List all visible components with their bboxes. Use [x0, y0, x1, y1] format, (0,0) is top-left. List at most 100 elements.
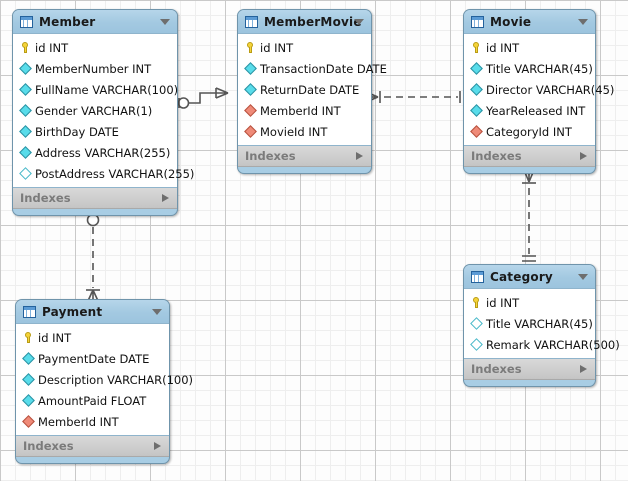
column-label: id INT	[260, 40, 294, 55]
column-row[interactable]: PaymentDate DATE	[16, 348, 169, 369]
diamond-icon	[19, 104, 32, 117]
column-row[interactable]: Title VARCHAR(45)	[464, 58, 595, 79]
column-label: Gender VARCHAR(1)	[35, 103, 153, 118]
table-icon	[245, 15, 258, 28]
table-membermovie-columns: id INT TransactionDate DATE ReturnDate D…	[238, 33, 387, 146]
relationship-member-membermovie[interactable]	[170, 85, 244, 125]
table-member[interactable]: Member id INT MemberNumber INT FullName …	[12, 9, 194, 216]
table-member-title: Member	[39, 14, 96, 29]
table-membermovie-title: MemberMovie	[264, 14, 362, 29]
column-label: AmountPaid FLOAT	[38, 393, 147, 408]
chevron-right-icon[interactable]	[580, 365, 587, 373]
column-row[interactable]: id INT	[13, 37, 177, 58]
foreign-key-diamond-icon	[244, 104, 257, 117]
table-icon	[23, 305, 36, 318]
column-row[interactable]: Remark VARCHAR(500)	[464, 334, 620, 355]
table-payment[interactable]: Payment id INT PaymentDate DATE Descript…	[15, 299, 193, 464]
indexes-label: Indexes	[20, 191, 71, 205]
column-row[interactable]: PostAddress VARCHAR(255)	[13, 163, 194, 184]
chevron-down-icon[interactable]	[578, 273, 588, 280]
table-payment-header[interactable]: Payment	[16, 300, 169, 323]
table-movie-columns: id INT Title VARCHAR(45) Director VARCHA…	[464, 33, 614, 146]
table-category-indexes[interactable]: Indexes	[464, 359, 595, 380]
diamond-icon	[244, 62, 257, 75]
column-label: Director VARCHAR(45)	[486, 82, 615, 97]
column-label: YearReleased INT	[486, 103, 586, 118]
diamond-icon	[19, 62, 32, 75]
column-label: PostAddress VARCHAR(255)	[35, 166, 195, 181]
column-label: PaymentDate DATE	[38, 351, 150, 366]
diamond-icon	[470, 104, 483, 117]
column-row[interactable]: MemberNumber INT	[13, 58, 177, 79]
table-movie-indexes[interactable]: Indexes	[464, 146, 595, 167]
diamond-icon	[470, 317, 483, 330]
column-row[interactable]: MemberId INT	[238, 100, 371, 121]
table-membermovie[interactable]: MemberMovie id INT TransactionDate DATE …	[237, 9, 387, 174]
column-row[interactable]: FullName VARCHAR(100)	[13, 79, 179, 100]
column-label: MemberNumber INT	[35, 61, 152, 76]
chevron-right-icon[interactable]	[162, 194, 169, 202]
column-label: BirthDay DATE	[35, 124, 119, 139]
table-payment-title: Payment	[42, 304, 103, 319]
table-icon	[471, 270, 484, 283]
foreign-key-diamond-icon	[22, 415, 35, 428]
diamond-icon	[19, 146, 32, 159]
diamond-icon	[470, 62, 483, 75]
column-row[interactable]: id INT	[464, 37, 595, 58]
column-label: MemberId INT	[38, 414, 119, 429]
column-row[interactable]: Title VARCHAR(45)	[464, 313, 595, 334]
table-membermovie-indexes[interactable]: Indexes	[238, 146, 371, 167]
diamond-icon	[19, 83, 32, 96]
column-row[interactable]: Gender VARCHAR(1)	[13, 100, 177, 121]
column-row[interactable]: Address VARCHAR(255)	[13, 142, 177, 163]
column-label: FullName VARCHAR(100)	[35, 82, 179, 97]
column-label: Description VARCHAR(100)	[38, 372, 194, 387]
column-row[interactable]: id INT	[238, 37, 371, 58]
diamond-icon	[22, 373, 35, 386]
table-member-indexes[interactable]: Indexes	[13, 188, 177, 209]
table-movie-header[interactable]: Movie	[464, 10, 595, 33]
relationship-membermovie-movie[interactable]	[366, 88, 474, 114]
column-row[interactable]: TransactionDate DATE	[238, 58, 387, 79]
relationship-movie-category[interactable]	[512, 168, 546, 272]
table-category[interactable]: Category id INT Title VARCHAR(45) Remark…	[463, 264, 620, 387]
key-icon	[471, 296, 482, 309]
table-category-header[interactable]: Category	[464, 265, 595, 288]
column-row[interactable]: YearReleased INT	[464, 100, 595, 121]
diamond-icon	[470, 338, 483, 351]
table-movie-title: Movie	[490, 14, 532, 29]
chevron-down-icon[interactable]	[354, 18, 364, 25]
table-membermovie-header[interactable]: MemberMovie	[238, 10, 371, 33]
table-movie[interactable]: Movie id INT Title VARCHAR(45) Director …	[463, 9, 614, 174]
column-label: id INT	[38, 330, 72, 345]
table-payment-indexes[interactable]: Indexes	[16, 436, 169, 457]
chevron-right-icon[interactable]	[154, 442, 161, 450]
chevron-down-icon[interactable]	[152, 308, 162, 315]
column-row[interactable]: ReturnDate DATE	[238, 79, 371, 100]
column-label: CategoryId INT	[486, 124, 572, 139]
chevron-right-icon[interactable]	[580, 152, 587, 160]
column-row[interactable]: CategoryId INT	[464, 121, 595, 142]
column-row[interactable]: id INT	[464, 292, 595, 313]
chevron-down-icon[interactable]	[160, 18, 170, 25]
key-icon	[245, 41, 256, 54]
table-member-header[interactable]: Member	[13, 10, 177, 33]
key-icon	[23, 331, 34, 344]
chevron-right-icon[interactable]	[356, 152, 363, 160]
foreign-key-diamond-icon	[244, 125, 257, 138]
column-label: TransactionDate DATE	[260, 61, 387, 76]
table-icon	[20, 15, 33, 28]
column-row[interactable]: Director VARCHAR(45)	[464, 79, 614, 100]
column-row[interactable]: BirthDay DATE	[13, 121, 177, 142]
indexes-label: Indexes	[471, 362, 522, 376]
column-label: Remark VARCHAR(500)	[486, 337, 620, 352]
relationship-member-payment[interactable]	[76, 208, 110, 308]
column-row[interactable]: Description VARCHAR(100)	[16, 369, 193, 390]
column-row[interactable]: MovieId INT	[238, 121, 371, 142]
column-row[interactable]: AmountPaid FLOAT	[16, 390, 169, 411]
indexes-label: Indexes	[23, 439, 74, 453]
chevron-down-icon[interactable]	[578, 18, 588, 25]
column-row[interactable]: MemberId INT	[16, 411, 169, 432]
column-row[interactable]: id INT	[16, 327, 169, 348]
